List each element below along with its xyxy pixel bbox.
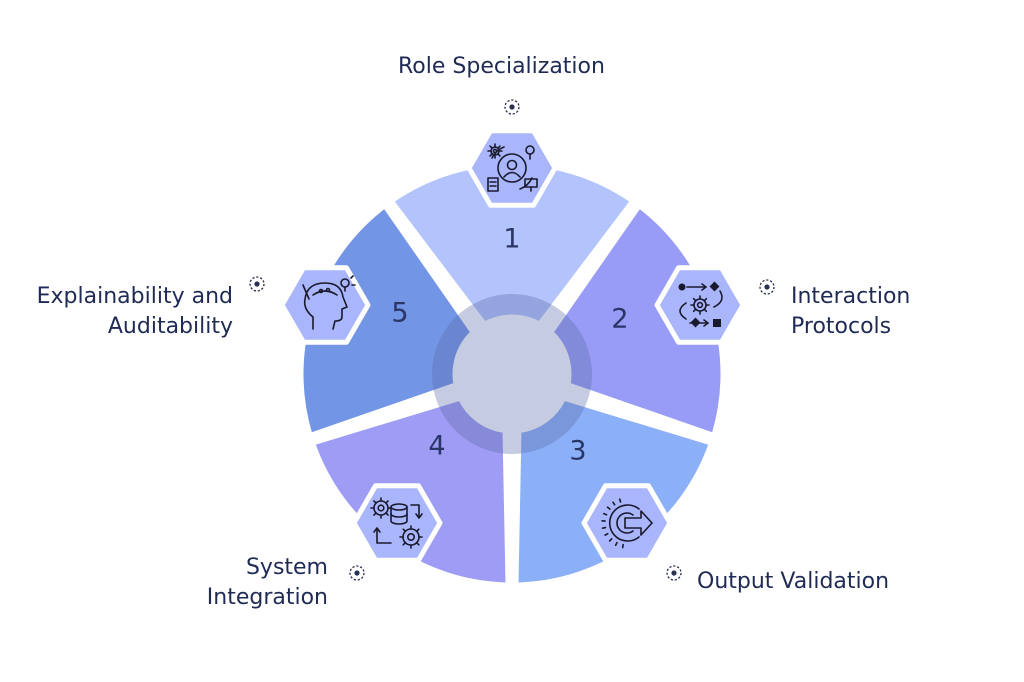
marker-dot-5 <box>249 276 265 292</box>
label-output-validation: Output Validation <box>697 569 890 594</box>
segment-5 <box>300 204 474 437</box>
segment-1 <box>390 162 634 325</box>
hexagon-badge-2 <box>654 265 746 345</box>
label-interaction-protocols: Interaction Protocols <box>791 284 911 339</box>
segment-number-2: 2 <box>611 304 628 335</box>
role-specialization-icon-badge <box>466 128 558 208</box>
label-role-specialization: Role Specialization <box>398 54 605 79</box>
marker-dot-1 <box>504 99 520 115</box>
segment-2 <box>550 204 724 437</box>
system-integration-icon <box>370 497 423 549</box>
hexagon-badge-4 <box>351 483 443 563</box>
hexagon-badge-5 <box>279 265 371 345</box>
segment-number-3: 3 <box>569 436 586 467</box>
hexagon-badge-1 <box>466 128 558 208</box>
marker-dot-3 <box>666 565 682 581</box>
marker-dot-2 <box>759 279 775 295</box>
role-specialization-icon <box>487 143 538 192</box>
explainability-icon-badge <box>279 265 371 345</box>
output-validation-icon <box>601 498 653 549</box>
interaction-protocols-icon <box>678 281 723 328</box>
segment-number-5: 5 <box>391 298 408 329</box>
hexagon-badge-3 <box>581 483 673 563</box>
label-explainability-auditability: Explainability and Auditability <box>36 284 233 339</box>
output-validation-icon-badge <box>581 483 673 563</box>
interaction-protocols-icon-badge <box>654 265 746 345</box>
central-hub <box>432 294 592 454</box>
explainability-icon <box>302 275 356 330</box>
system-integration-icon-badge <box>351 483 443 563</box>
marker-dot-4 <box>349 565 365 581</box>
segment-number-1: 1 <box>503 224 520 255</box>
label-system-integration: System Integration <box>206 555 328 610</box>
segment-number-4: 4 <box>428 431 445 462</box>
